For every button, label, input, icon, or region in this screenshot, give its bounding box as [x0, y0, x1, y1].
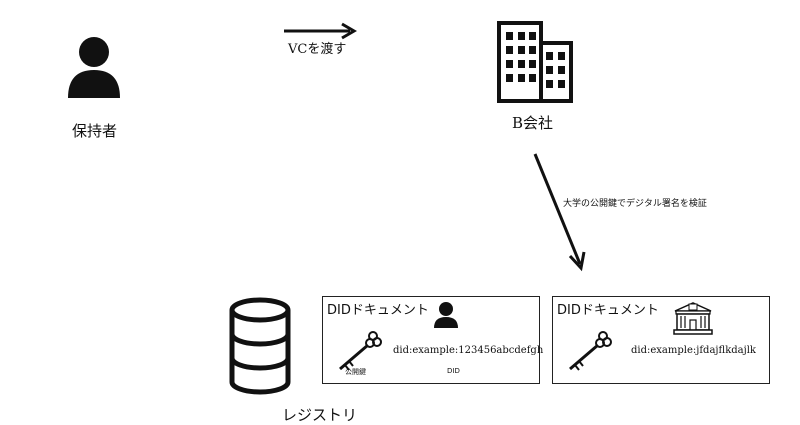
key-icon	[569, 331, 612, 371]
did-value: did:example:jfdajflkdajlk	[631, 345, 756, 356]
university-building-icon	[673, 302, 713, 335]
verify-label: 大学の公開鍵でデジタル署名を検証	[563, 199, 707, 209]
registry-label: レジストリ	[282, 406, 358, 424]
did-document-title: DIDドキュメント	[327, 303, 429, 318]
holder-label: 保持者	[72, 122, 118, 140]
did-value: did:example:123456abcdefgh	[393, 345, 544, 356]
down-arrow-icon	[533, 153, 586, 272]
person-icon	[68, 37, 120, 98]
did-caption: DID	[447, 367, 460, 375]
database-icon	[229, 297, 291, 395]
office-building-icon	[497, 21, 573, 103]
right-arrow-icon	[284, 22, 357, 40]
public-key-caption: 公開鍵	[345, 368, 366, 376]
did-document-university: DIDドキュメント did:example:jfdajflkdajlk	[552, 296, 770, 384]
key-icon	[339, 331, 382, 371]
did-document-title: DIDドキュメント	[557, 303, 659, 318]
did-document-holder: DIDドキュメント did:example:123456abcdefgh 公開鍵…	[322, 296, 544, 384]
vc-transfer-label: VCを渡す	[288, 42, 347, 57]
person-icon	[434, 302, 458, 328]
company-label: B会社	[512, 114, 554, 132]
